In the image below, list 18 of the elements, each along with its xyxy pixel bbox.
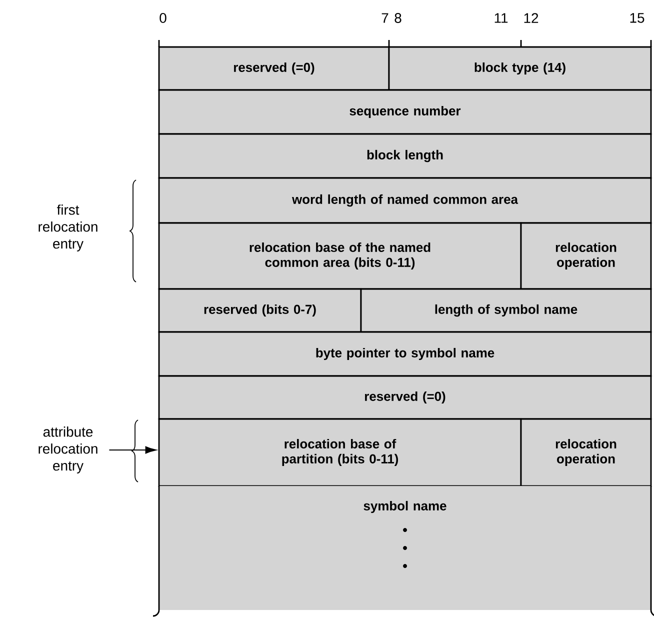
field-cell: block type (14) [388, 46, 652, 91]
field-cell: reserved (bits 0-7) [158, 288, 362, 333]
bit-number: 11 [494, 13, 508, 23]
field-cell: reserved (=0) [158, 46, 390, 91]
bit-number: 7 [382, 13, 388, 23]
field-cell: symbol name [152, 485, 654, 617]
side-label: first relocation entry [38, 204, 98, 252]
arrow [108, 446, 156, 454]
bit-number: 0 [160, 13, 166, 23]
field-cell: length of symbol name [360, 288, 652, 333]
field-cell: block length [158, 133, 652, 179]
field-cell: relocation operation [520, 222, 652, 290]
bit-number: 8 [394, 13, 402, 23]
side-label: attribute relocation entry [38, 426, 98, 474]
bit-number: 15 [630, 13, 644, 23]
field-cell: relocation operation [520, 418, 652, 487]
bit-number: 12 [524, 13, 538, 23]
node-label: symbol name [364, 500, 446, 514]
